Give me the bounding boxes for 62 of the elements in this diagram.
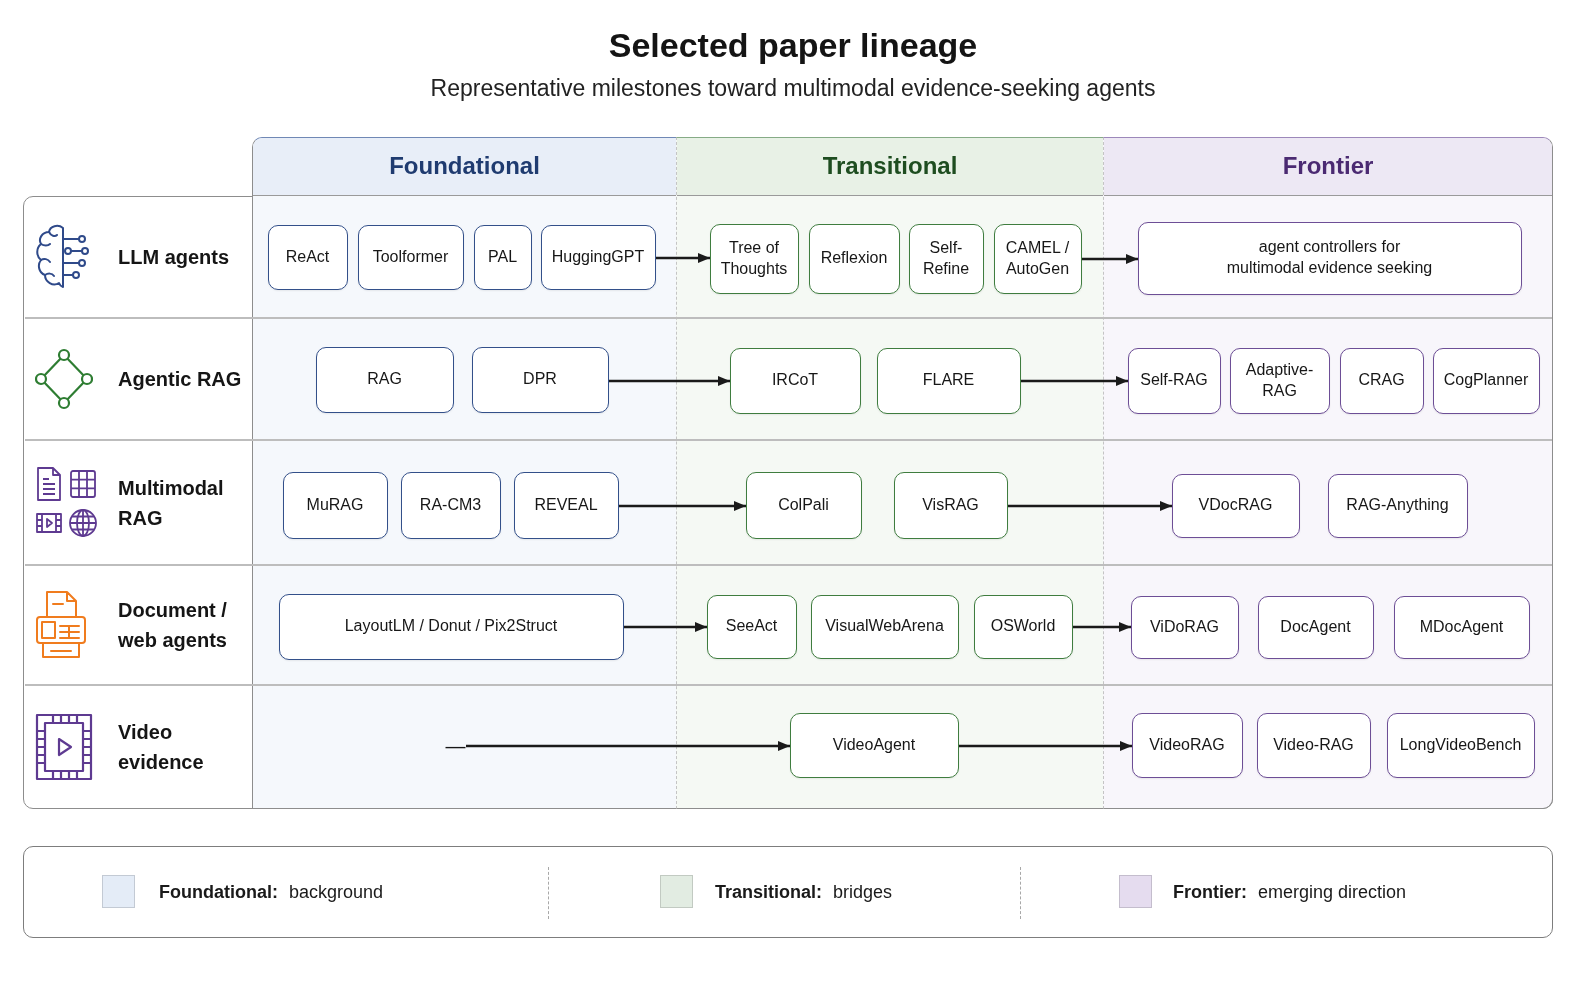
arrow bbox=[1021, 376, 1128, 386]
era-column bbox=[1103, 137, 1553, 809]
paper-box: LayoutLM / Donut / Pix2Struct bbox=[278, 593, 624, 660]
paper-box: Self-RAG bbox=[1127, 347, 1221, 414]
column-header: Transitional bbox=[677, 138, 1103, 196]
arrow bbox=[619, 501, 746, 511]
row-label: Document / web agents bbox=[118, 598, 228, 653]
dash-text: — bbox=[445, 733, 466, 758]
arrow bbox=[1082, 254, 1138, 264]
paper-box: DocAgent bbox=[1257, 595, 1374, 659]
arrow bbox=[1008, 501, 1172, 511]
paper-box: Adaptive-RAG bbox=[1229, 347, 1330, 414]
row-label: Agentic RAG bbox=[118, 367, 242, 392]
legend-label: Frontier: emerging direction bbox=[1173, 881, 1407, 904]
paper-box: VisualWebArena bbox=[810, 594, 959, 659]
era-column bbox=[676, 137, 1103, 809]
paper-box: Reflexion bbox=[808, 223, 900, 294]
arrow bbox=[959, 741, 1132, 751]
paper-box: OSWorld bbox=[973, 594, 1073, 659]
paper-box: agent controllers for multimodal evidence seeking bbox=[1137, 221, 1522, 295]
paper-box: Self-Refine bbox=[908, 223, 984, 294]
title: Selected paper lineage bbox=[608, 25, 978, 66]
paper-box: LongVideoBench bbox=[1386, 712, 1535, 778]
paper-box: RA-CM3 bbox=[400, 471, 501, 539]
paper-box: VideoRAG bbox=[1131, 712, 1243, 778]
column-header: Foundational bbox=[253, 138, 676, 196]
paper-box: FLARE bbox=[876, 347, 1021, 414]
paper-box: CRAG bbox=[1339, 347, 1424, 414]
paper-box: SeeAct bbox=[706, 594, 797, 659]
paper-box: ColPali bbox=[745, 471, 862, 539]
paper-box: CogPlanner bbox=[1432, 347, 1540, 414]
arrow bbox=[624, 622, 707, 632]
paper-box: REVEAL bbox=[513, 471, 619, 539]
arrow bbox=[466, 741, 790, 751]
column-header: Frontier bbox=[1104, 138, 1552, 196]
paper-box: RAG-Anything bbox=[1327, 473, 1468, 538]
paper-box: ReAct bbox=[267, 224, 348, 290]
arrow bbox=[609, 376, 730, 386]
subtitle: Representative milestones toward multimodal evidence-seeking agents bbox=[430, 74, 1156, 103]
legend-label: Foundational: background bbox=[159, 881, 384, 904]
paper-box: ViDoRAG bbox=[1130, 595, 1239, 659]
paper-box: Toolformer bbox=[357, 224, 464, 290]
paper-box: Tree of Thoughts bbox=[709, 223, 799, 294]
paper-box: HuggingGPT bbox=[540, 224, 656, 290]
paper-box: DPR bbox=[471, 346, 609, 413]
paper-box: VisRAG bbox=[893, 471, 1008, 539]
arrow bbox=[1073, 622, 1131, 632]
paper-box: VideoAgent bbox=[789, 712, 959, 778]
paper-box: MuRAG bbox=[282, 471, 388, 539]
legend-label: Transitional: bridges bbox=[715, 881, 893, 904]
row-label: LLM agents bbox=[118, 245, 230, 270]
paper-box: RAG bbox=[315, 346, 454, 413]
paper-box: VDocRAG bbox=[1171, 473, 1300, 538]
paper-box: MDocAgent bbox=[1393, 595, 1530, 659]
paper-box: Video-RAG bbox=[1256, 712, 1371, 778]
paper-box: CAMEL / AutoGen bbox=[993, 223, 1082, 294]
row-label: Multimodal RAG bbox=[118, 475, 225, 531]
paper-box: PAL bbox=[473, 224, 532, 290]
arrow bbox=[656, 253, 710, 263]
row-label: Video evidence bbox=[118, 720, 205, 775]
paper-box: IRCoT bbox=[729, 347, 861, 414]
era-column bbox=[252, 137, 676, 809]
